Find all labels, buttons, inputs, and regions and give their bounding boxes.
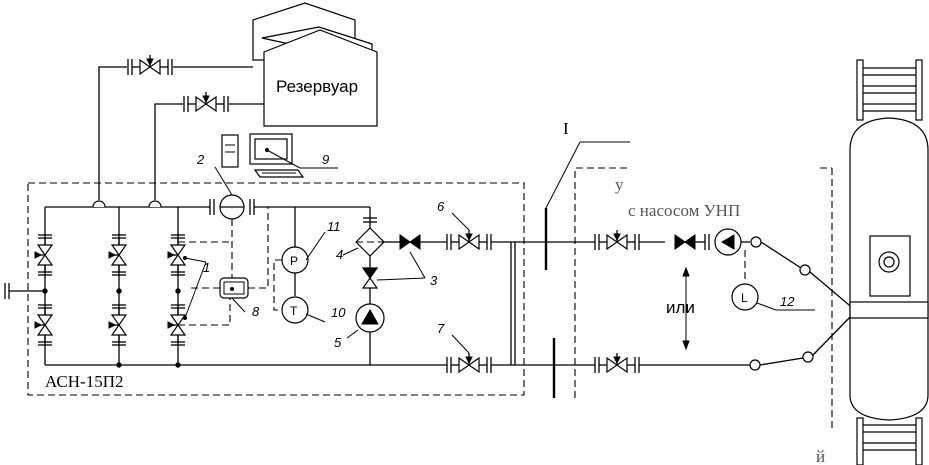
reservoir-return-lines (98, 54, 264, 200)
pressure-sensor: P (281, 246, 309, 274)
svg-text:T: T (290, 304, 298, 318)
callout-10: 10 (331, 305, 346, 320)
callout-1: 1 (203, 260, 210, 275)
callout-7: 7 (437, 321, 445, 336)
reservoir: Резервуар (252, 2, 378, 127)
unit-label: АСН-15П2 (45, 372, 123, 391)
flow-meter (209, 194, 370, 220)
callout-6: 6 (437, 199, 445, 214)
svg-text:L: L (741, 291, 748, 305)
level-sensor: L (731, 283, 759, 311)
or-label: или (666, 298, 695, 317)
valve-columns (34, 207, 186, 368)
interface-label: I (563, 119, 569, 138)
callout-3: 3 (430, 273, 438, 288)
unit-boundary (27, 182, 525, 396)
filter (355, 227, 385, 257)
transfer-pump (714, 228, 742, 256)
ghost-subtitle: с насосом УНП (628, 201, 740, 220)
temperature-sensor: T (281, 296, 309, 324)
controller (219, 277, 249, 299)
computer-icon (221, 133, 305, 178)
callout-9: 9 (322, 152, 329, 167)
callout-2: 2 (196, 152, 205, 167)
svg-text:P: P (290, 254, 298, 268)
callout-11: 11 (327, 219, 341, 234)
ghost-letter-u: у (615, 175, 624, 194)
ghost-letter-i: й (816, 447, 825, 465)
callout-12: 12 (780, 294, 795, 309)
callout-8: 8 (252, 304, 260, 319)
reservoir-label: Резервуар (276, 77, 358, 96)
callout-5: 5 (334, 335, 342, 350)
tank-car (849, 59, 929, 465)
callout-4: 4 (336, 247, 343, 262)
pump (355, 303, 385, 333)
